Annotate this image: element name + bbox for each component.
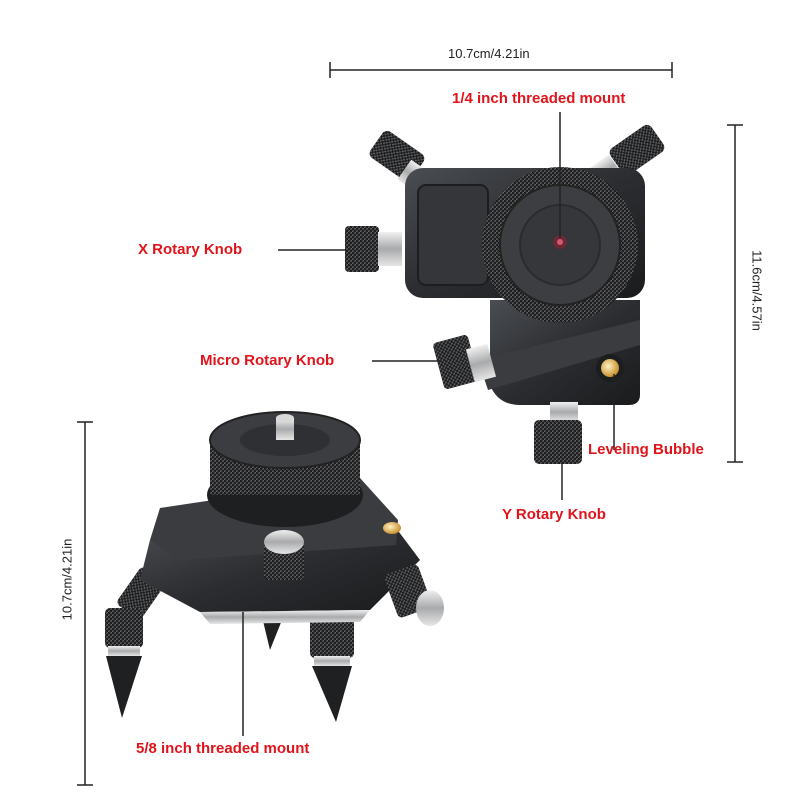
bottom-height-label: 10.7cm/4.21in <box>59 538 75 621</box>
micro-rotary-knob <box>433 335 497 389</box>
top-width-label: 10.7cm/4.21in <box>448 46 530 61</box>
five-eighth-mount-label: 5/8 inch threaded mount <box>136 740 310 757</box>
y-rotary-knob <box>534 402 582 464</box>
bottom-knob-right <box>384 564 444 626</box>
bottom-quarter-screw <box>276 418 294 440</box>
x-rotary-knob <box>345 226 402 272</box>
dimension-top-height <box>727 124 743 463</box>
micro-knob-label: Micro Rotary Knob <box>200 352 335 369</box>
leg-right <box>310 612 354 722</box>
x-knob-label: X Rotary Knob <box>138 241 243 258</box>
top-height-label: 11.6cm/4.57in <box>749 250 765 331</box>
leveling-bubble-label: Leveling Bubble <box>588 441 704 458</box>
top-device <box>345 124 665 464</box>
quarter-mount-label: 1/4 inch threaded mount <box>452 90 626 107</box>
bottom-device <box>105 411 444 722</box>
bottom-knob-front <box>264 530 304 580</box>
dimension-bottom-height <box>77 421 93 786</box>
y-knob-label: Y Rotary Knob <box>502 506 606 523</box>
leg-left <box>105 567 165 718</box>
dimension-top-width <box>329 62 673 78</box>
